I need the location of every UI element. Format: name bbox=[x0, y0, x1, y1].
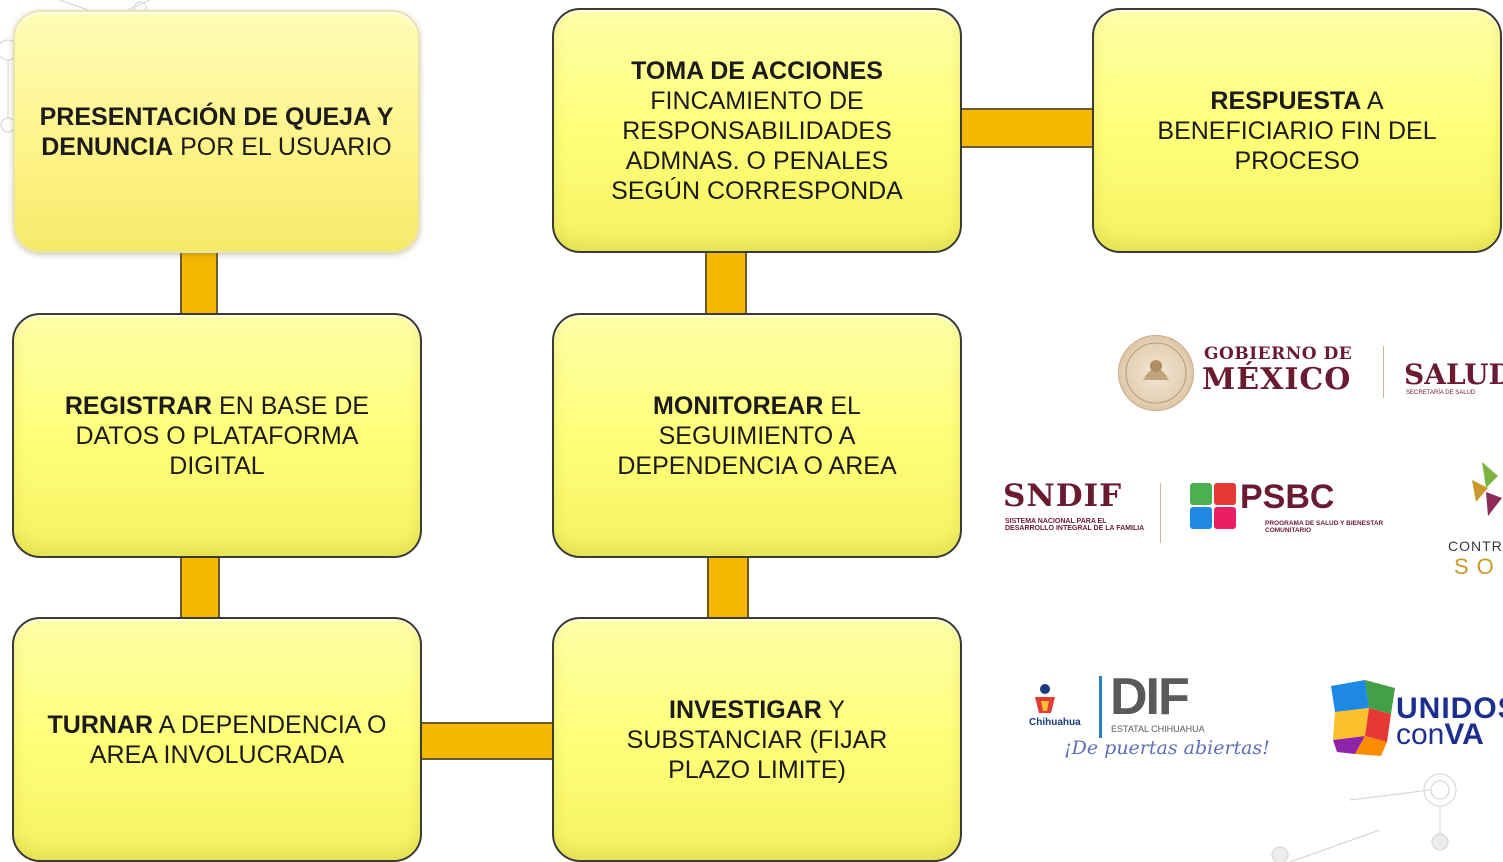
step-toma-acciones: TOMA DE ACCIONES FINCAMIENTO DE RESPONSA… bbox=[552, 8, 962, 253]
psbc-logo-label: PSBC bbox=[1240, 478, 1335, 516]
mexico-coat-of-arms-seal-icon bbox=[1118, 335, 1194, 411]
logo-divider bbox=[1383, 346, 1384, 398]
step-turnar: TURNAR A DEPENDENCIA O AREA INVOLUCRADA bbox=[12, 617, 422, 862]
dif-subtitle: ESTATAL CHIHUAHUA bbox=[1111, 724, 1205, 734]
dif-logo-label: DIF bbox=[1110, 668, 1190, 726]
logo-divider bbox=[1099, 676, 1102, 738]
contraloria-social-mark-icon bbox=[1472, 462, 1502, 516]
step-registrar: REGISTRAR EN BASE DE DATOS O PLATAFORMA … bbox=[12, 313, 422, 558]
step-turnar-rest: A DEPENDENCIA O AREA INVOLUCRADA bbox=[89, 710, 387, 769]
step-presentacion-queja: PRESENTACIÓN DE QUEJA Y DENUNCIA POR EL … bbox=[13, 10, 420, 253]
salud-logo-label: SALUD bbox=[1404, 358, 1503, 391]
step-monitorear-bold: MONITOREAR bbox=[653, 391, 824, 420]
connector-presentacion-registrar bbox=[180, 250, 218, 316]
social-label: SOC bbox=[1454, 554, 1503, 579]
step-investigar-bold: INVESTIGAR bbox=[669, 695, 822, 724]
con-label: con bbox=[1396, 718, 1445, 751]
psbc-icons-grid-icon bbox=[1190, 483, 1236, 529]
psbc-subtitle: PROGRAMA DE SALUD Y BIENESTAR COMUNITARI… bbox=[1265, 520, 1384, 534]
step-respuesta-bold: RESPUESTA bbox=[1210, 86, 1362, 115]
logo-divider bbox=[1160, 483, 1161, 543]
unidos-label: UNIDOS bbox=[1396, 692, 1503, 725]
connector-turnar-investigar bbox=[418, 722, 556, 760]
step-toma-bold: TOMA DE ACCIONES bbox=[631, 56, 883, 85]
step-presentacion-bold: PRESENTACIÓN DE QUEJA Y DENUNCIA bbox=[39, 102, 394, 161]
connector-investigar-monitorear bbox=[707, 556, 749, 620]
sndif-logo-label: SNDIF bbox=[1003, 478, 1123, 514]
step-respuesta: RESPUESTA A BENEFICIARIO FIN DEL PROCESO bbox=[1092, 8, 1502, 253]
valor-label: VA bbox=[1444, 718, 1484, 751]
step-respuesta-rest: A BENEFICIARIO FIN DEL PROCESO bbox=[1157, 86, 1437, 175]
step-investigar-rest: Y SUBSTANCIAR (FIJAR PLAZO LIMITE) bbox=[626, 695, 888, 784]
gobierno-de-label: GOBIERNO DE bbox=[1204, 344, 1353, 364]
con-valor-label: conVA bbox=[1396, 718, 1484, 752]
connector-toma-respuesta bbox=[958, 108, 1096, 148]
step-investigar: INVESTIGAR Y SUBSTANCIAR (FIJAR PLAZO LI… bbox=[552, 617, 962, 862]
salud-subtitle: SECRETARÍA DE SALUD bbox=[1406, 390, 1476, 396]
connector-monitorear-toma bbox=[705, 250, 747, 316]
step-registrar-bold: REGISTRAR bbox=[64, 391, 213, 420]
step-toma-rest: FINCAMIENTO DE RESPONSABILIDADES ADMNAS.… bbox=[611, 86, 903, 205]
step-turnar-bold: TURNAR bbox=[47, 710, 154, 739]
step-registrar-rest: EN BASE DE DATOS O PLATAFORMA DIGITAL bbox=[75, 391, 370, 480]
step-monitorear-rest: EL SEGUIMIENTO A DEPENDENCIA O AREA bbox=[617, 391, 897, 480]
dif-chihuahua-small-label: Chihuahua bbox=[1029, 717, 1081, 728]
dif-tagline: ¡De puertas abiertas! bbox=[1064, 737, 1270, 759]
connector-registrar-turnar bbox=[180, 556, 220, 620]
dif-chihuahua-figure-icon bbox=[1035, 684, 1055, 713]
step-presentacion-rest: POR EL USUARIO bbox=[173, 132, 392, 161]
step-monitorear: MONITOREAR EL SEGUIMIENTO A DEPENDENCIA … bbox=[552, 313, 962, 558]
contraloria-label: CONTR bbox=[1448, 538, 1503, 554]
mexico-label: MÉXICO bbox=[1202, 362, 1352, 397]
chihuahua-map-mosaic-icon bbox=[1331, 680, 1395, 756]
sndif-subtitle: SISTEMA NACIONAL PARA EL DESARROLLO INTE… bbox=[1005, 518, 1145, 532]
